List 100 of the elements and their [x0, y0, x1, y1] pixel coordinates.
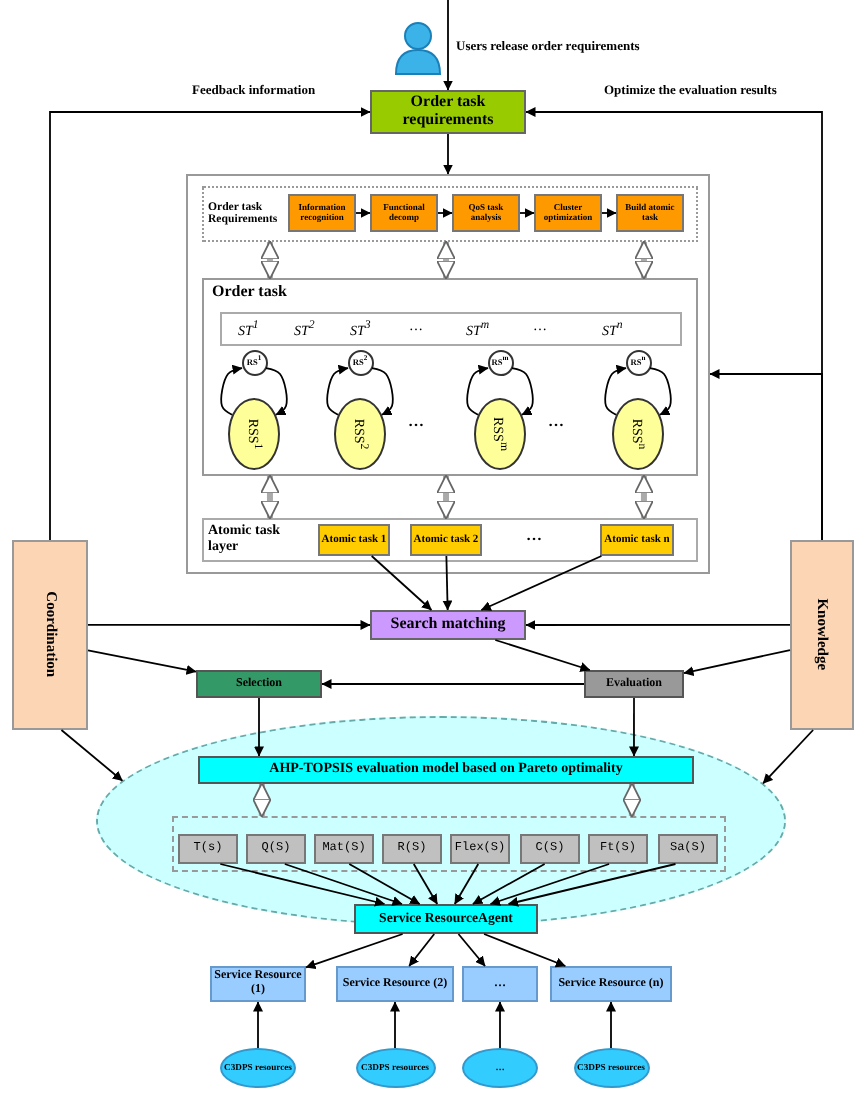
curved-arrow: [326, 364, 349, 416]
user-icon: [394, 20, 442, 76]
resource-ellipse: [355, 1048, 435, 1088]
criterion-box: [450, 834, 510, 864]
process-box: [370, 90, 526, 134]
arrow: [254, 697, 264, 757]
process-box: [288, 194, 356, 232]
task-layer-box: [202, 518, 698, 562]
double-arrow: [260, 240, 280, 280]
arrow: [87, 649, 197, 675]
curved-arrow: [265, 367, 288, 416]
arrow: [355, 208, 371, 218]
arrow: [348, 863, 421, 905]
arrow: [283, 863, 403, 906]
node-label: Order task requirements: [400, 94, 496, 130]
service-resource-box: [550, 966, 672, 1002]
arrow: [390, 1001, 400, 1049]
atomic-task-box: [318, 524, 390, 556]
resource-circle: [241, 350, 267, 376]
model-box: [198, 756, 694, 784]
arrow: [483, 933, 567, 968]
arrow: [437, 208, 453, 218]
double-arrow: [634, 240, 654, 280]
arrow: [489, 863, 610, 906]
resource-circle: [347, 350, 373, 376]
arrow: [305, 933, 404, 970]
side-panel: [12, 540, 88, 730]
ellipsis-mark: …: [526, 528, 542, 546]
arrow: [457, 933, 486, 967]
double-arrow: [622, 782, 642, 818]
criterion-box: [658, 834, 718, 864]
arrow: [408, 933, 436, 967]
curved-arrow: [649, 367, 672, 416]
resource-ellipse: [462, 1048, 538, 1088]
arrow: [525, 620, 791, 630]
criterion-box: [246, 834, 306, 864]
side-panel: [790, 540, 854, 730]
curved-arrow: [604, 364, 627, 416]
arrow: [480, 555, 603, 611]
criteria-group-box: [172, 816, 726, 872]
arrow: [49, 107, 371, 541]
arrow: [87, 620, 371, 630]
curved-arrow: [371, 367, 394, 416]
curved-arrow: [466, 364, 489, 416]
arrow: [495, 1001, 505, 1049]
container-box: [186, 174, 710, 574]
process-box: [616, 194, 684, 232]
service-resource-box: [462, 966, 538, 1002]
process-box: [452, 194, 520, 232]
resource-set-ellipse: [334, 398, 386, 470]
double-arrow: [634, 474, 654, 520]
node-label: Search matching: [390, 616, 506, 634]
process-box: [534, 194, 602, 232]
ellipsis-mark: …: [408, 414, 424, 432]
process-box: [196, 670, 322, 698]
resource-set-ellipse: [228, 398, 280, 470]
arrow: [507, 863, 677, 907]
resource-set-ellipse: [612, 398, 664, 470]
curved-arrow: [220, 364, 243, 416]
process-box: [370, 194, 438, 232]
arrow: [601, 208, 617, 218]
arrow: [472, 863, 546, 905]
arrow: [443, 0, 453, 91]
double-arrow: [260, 474, 280, 520]
arrow: [494, 639, 591, 672]
service-resource-box: [336, 966, 454, 1002]
curved-arrow: [511, 367, 534, 416]
resource-ellipse: [573, 1048, 649, 1088]
arrow: [442, 555, 453, 611]
arrow: [60, 729, 124, 782]
process-group-box: [202, 186, 698, 242]
atomic-task-box: [410, 524, 482, 556]
subtask-row-box: [220, 312, 682, 346]
criterion-box: [588, 834, 648, 864]
double-arrow: [436, 474, 456, 520]
atomic-task-box: [600, 524, 674, 556]
criterion-box: [382, 834, 442, 864]
node-label: Order task: [212, 284, 287, 302]
criterion-box: [178, 834, 238, 864]
arrow: [709, 369, 823, 541]
criterion-box: [314, 834, 374, 864]
arrow: [253, 1001, 263, 1049]
resource-set-ellipse: [474, 398, 526, 470]
arrow: [762, 729, 814, 785]
arrow: [683, 649, 791, 676]
resource-circle: [487, 350, 513, 376]
arrow: [370, 555, 433, 611]
process-box: [370, 610, 526, 640]
arrow: [519, 208, 535, 218]
agent-box: [354, 904, 538, 934]
arrow: [629, 697, 639, 757]
ellipsis-mark: …: [548, 414, 564, 432]
arrow: [453, 863, 480, 905]
arrow: [412, 863, 439, 905]
arrow: [219, 863, 386, 907]
arrow: [606, 1001, 616, 1049]
resource-ellipse: [220, 1048, 296, 1088]
order-task-panel: [202, 278, 698, 476]
arrow: [321, 679, 585, 689]
process-box: [584, 670, 684, 698]
